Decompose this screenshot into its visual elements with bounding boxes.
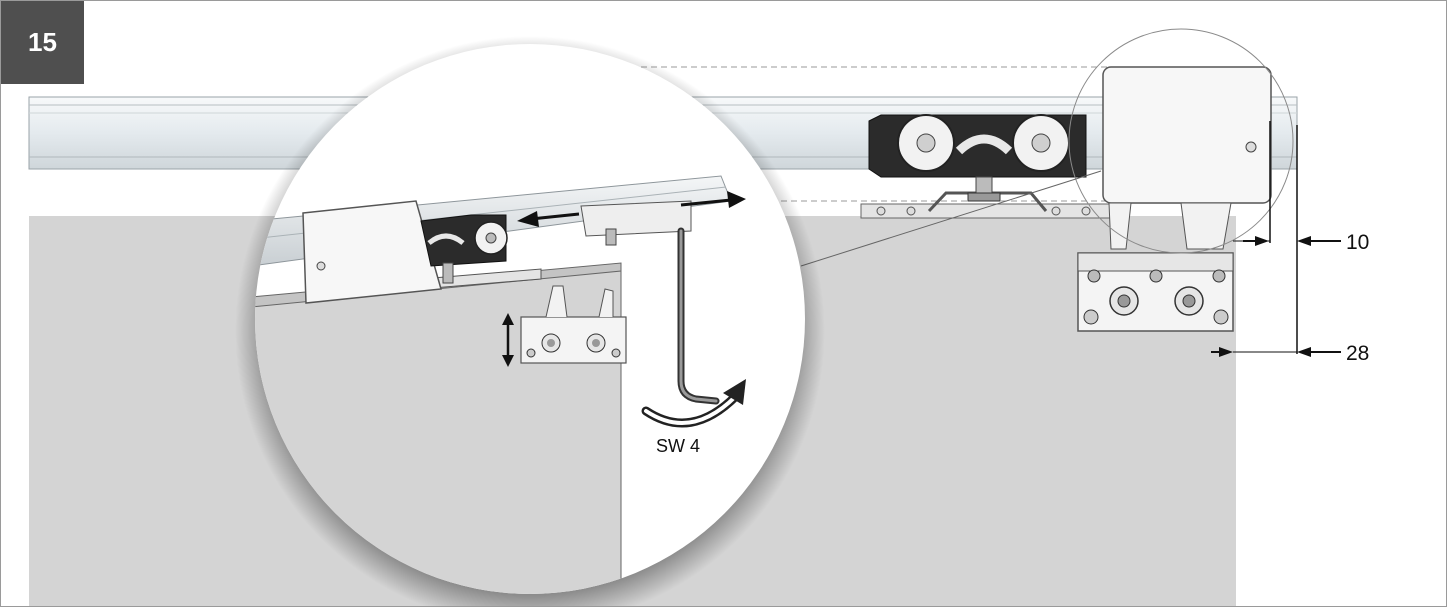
step-number-badge: 15 bbox=[1, 1, 84, 84]
double-arrow-vertical-icon bbox=[502, 313, 514, 367]
dimension-label-10: 10 bbox=[1346, 231, 1369, 254]
detail-leader-line bbox=[800, 170, 1102, 267]
roller-carriage bbox=[868, 114, 1087, 202]
rotate-arrow-icon bbox=[641, 379, 746, 428]
dimension-label-28: 28 bbox=[1346, 342, 1369, 365]
zoom-detail bbox=[255, 175, 732, 594]
detail-circle bbox=[1068, 28, 1294, 254]
wrench-size-label: SW 4 bbox=[656, 436, 700, 456]
end-cap bbox=[1102, 66, 1272, 250]
door-top-plate bbox=[860, 191, 1122, 219]
door-clamp-bracket bbox=[1077, 252, 1234, 332]
double-arrow-horizontal-icon bbox=[517, 191, 746, 227]
dimension-lines bbox=[1211, 121, 1341, 357]
